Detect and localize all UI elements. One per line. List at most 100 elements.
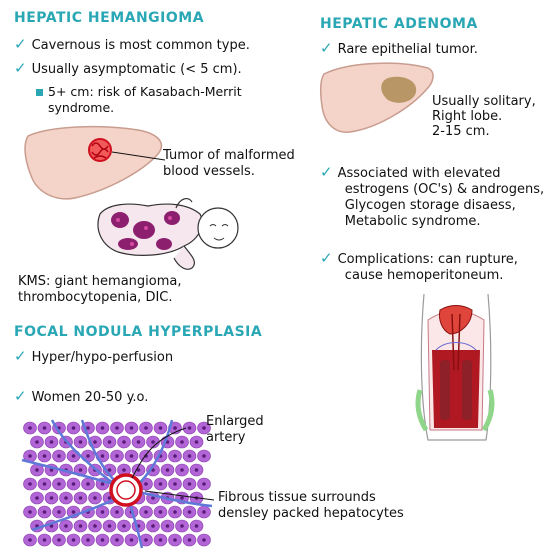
hepatocyte-nucleus: [57, 538, 61, 542]
hepatocyte-nucleus: [86, 454, 90, 458]
hepatocyte-nucleus: [64, 496, 68, 500]
hepatocyte-nucleus: [42, 454, 47, 458]
hepatocyte-nucleus: [158, 482, 163, 486]
hepatocyte-nucleus: [202, 426, 206, 430]
hepatocyte-nucleus: [49, 440, 54, 444]
hepatocyte-nucleus: [173, 538, 177, 542]
hepatocyte-nucleus: [93, 440, 97, 444]
hepatocyte-nucleus: [57, 454, 61, 458]
hepatocyte-nucleus: [122, 524, 126, 528]
artery-label: Enlarged artery: [206, 414, 264, 445]
hemangioma-bullet-1: ✓Cavernous is most common type.: [14, 35, 250, 53]
hepatocyte-nucleus: [100, 538, 105, 542]
hepatocyte-nucleus: [49, 496, 54, 500]
enlarged-artery: [109, 473, 143, 507]
hepatocyte-nucleus: [49, 524, 54, 528]
hepatocyte-nucleus: [122, 440, 126, 444]
checkmark-icon: ✓: [14, 59, 27, 77]
fnh-bullet-1: ✓Hyper/hypo-perfusion: [14, 347, 174, 365]
hepatocyte-nucleus: [180, 524, 184, 528]
adenoma-lobe-label: Usually solitary, Right lobe. 2-15 cm.: [432, 94, 536, 139]
checkmark-icon: ✓: [14, 387, 27, 405]
hepatocyte-nucleus: [35, 496, 39, 500]
hepatocyte-nucleus: [78, 468, 83, 472]
hepatocyte-nucleus: [28, 454, 32, 458]
hemangioma-bullet-2: ✓Usually asymptomatic (< 5 cm).: [14, 59, 242, 77]
hepatocyte-nucleus: [64, 524, 68, 528]
hepatocyte-nucleus: [71, 426, 76, 430]
hepatocyte-nucleus: [165, 524, 170, 528]
hepatocyte-nucleus: [86, 538, 90, 542]
hepatocyte-nucleus: [151, 440, 155, 444]
hepatocyte-nucleus: [173, 482, 177, 486]
hepatocyte-nucleus: [173, 426, 177, 430]
adenoma-bullet-1: ✓Rare epithelial tumor.: [320, 39, 478, 57]
hepatocyte-nucleus: [158, 538, 163, 542]
kms-label: KMS: giant hemangioma, thrombocytopenia,…: [18, 274, 182, 305]
hepatocyte-nucleus: [42, 482, 47, 486]
hepatocyte-nucleus: [122, 468, 126, 472]
hepatocyte-nucleus: [71, 482, 76, 486]
hepatocyte-nucleus: [57, 482, 61, 486]
hepatocyte-nucleus: [115, 454, 119, 458]
hepatocyte-nucleus: [180, 468, 184, 472]
hepatocyte-nucleus: [93, 524, 97, 528]
fnh-bullet-2: ✓Women 20-50 y.o.: [14, 387, 149, 405]
hemangioma-title: HEPATIC HEMANGIOMA: [14, 10, 205, 26]
hepatocyte-nucleus: [136, 468, 141, 472]
fibrous-label: Fibrous tissue surrounds densley packed …: [218, 490, 404, 521]
hepatocyte-nucleus: [28, 426, 32, 430]
hepatocyte-nucleus: [202, 538, 206, 542]
infant-kms-illustration: [97, 198, 239, 270]
hepatocyte-nucleus: [42, 538, 47, 542]
hepatocyte-nucleus: [28, 510, 32, 514]
hepatocyte-nucleus: [129, 454, 134, 458]
hepatocyte-nucleus: [158, 510, 163, 514]
hepatocyte-nucleus: [144, 426, 148, 430]
hepatocyte-nucleus: [144, 510, 148, 514]
hepatocyte-nucleus: [100, 454, 105, 458]
adenoma-bullet-3: ✓Complications: can rupture, cause hemop…: [320, 249, 518, 283]
hepatocyte-nucleus: [49, 468, 54, 472]
fnh-title: FOCAL NODULA HYPERPLASIA: [14, 324, 263, 340]
hepatocyte-nucleus: [93, 496, 97, 500]
hepatocyte-nucleus: [173, 454, 177, 458]
hepatocyte-nucleus: [86, 482, 90, 486]
hepatocyte-nucleus: [187, 482, 192, 486]
hepatocyte-nucleus: [115, 538, 119, 542]
square-bullet-icon: [36, 89, 43, 96]
hepatocyte-nucleus: [107, 524, 112, 528]
hepatocyte-nucleus: [57, 510, 61, 514]
hepatocyte-nucleus: [78, 440, 83, 444]
adenoma-bullet-2: ✓Associated with elevated estrogens (OC'…: [320, 163, 545, 229]
hepatocyte-nucleus: [100, 482, 105, 486]
hepatocyte-nucleus: [144, 538, 148, 542]
hepatocyte-nucleus: [71, 538, 76, 542]
hepatocyte-nucleus: [107, 496, 112, 500]
hepatocyte-nucleus: [136, 440, 141, 444]
hepatocyte-nucleus: [187, 426, 192, 430]
hepatocyte-nucleus: [151, 496, 155, 500]
fnh-histology-illustration: [21, 419, 213, 549]
hepatocyte-nucleus: [100, 426, 105, 430]
hemangioma-tumor: [88, 138, 112, 162]
hepatocyte-nucleus: [180, 496, 184, 500]
hepatocyte-nucleus: [71, 510, 76, 514]
hepatocyte-nucleus: [115, 426, 119, 430]
hepatocyte-nucleus: [173, 510, 177, 514]
hepatocyte-nucleus: [202, 510, 206, 514]
hepatocyte-nucleus: [107, 440, 112, 444]
hepatocyte-nucleus: [78, 524, 83, 528]
hepatocyte-nucleus: [115, 510, 119, 514]
hepatocyte-nucleus: [187, 454, 192, 458]
hepatocyte-nucleus: [187, 538, 192, 542]
hepatocyte-nucleus: [165, 468, 170, 472]
hemangioma-liver-illustration: [24, 125, 166, 200]
checkmark-icon: ✓: [320, 39, 333, 57]
checkmark-icon: ✓: [14, 35, 27, 53]
hepatocyte-nucleus: [42, 510, 47, 514]
hepatocyte-nucleus: [194, 440, 199, 444]
hepatocyte-nucleus: [35, 440, 39, 444]
hepatocyte-nucleus: [35, 468, 39, 472]
